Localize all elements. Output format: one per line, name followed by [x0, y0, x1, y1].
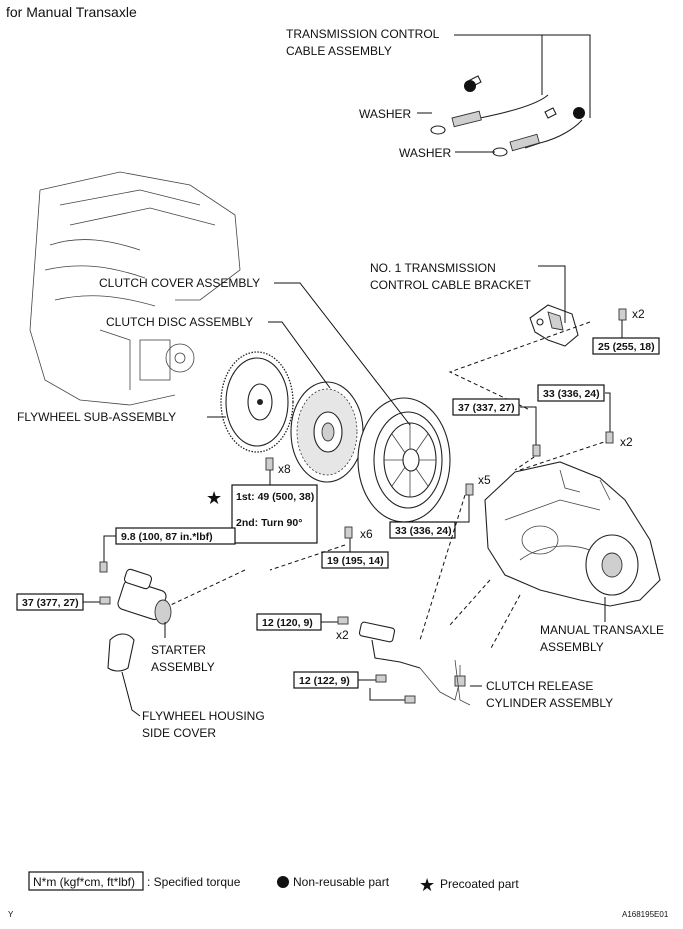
clutch-cover-drawing [357, 397, 451, 523]
label-housing-cover-2: SIDE COVER [142, 726, 216, 740]
precoated-star-icon: ★ [206, 488, 222, 509]
clutch-disc-drawing [290, 381, 364, 483]
qty-cover: x5 [478, 473, 491, 487]
label-transmission-control-cable-1: TRANSMISSION CONTROL [286, 27, 440, 41]
engine-sketch [29, 171, 241, 406]
release-bolt-upper [337, 616, 349, 625]
release-bolt-lower [375, 674, 387, 683]
torque-release-upper: 12 (120, 9) [262, 617, 313, 629]
legend-precoated-star-icon: ★ [419, 875, 435, 896]
torque-transaxle-left: 37 (337, 27) [458, 402, 515, 414]
label-flywheel: FLYWHEEL SUB-ASSEMBLY [17, 410, 176, 424]
control-cable-bracket-drawing [529, 304, 579, 347]
torque-box-bracket [592, 337, 660, 355]
torque-starter-side: 37 (377, 27) [22, 597, 79, 609]
label-washer-top: WASHER [359, 107, 412, 121]
torque-box-transaxle-right [537, 384, 605, 402]
label-bracket-1: NO. 1 TRANSMISSION [370, 261, 496, 275]
torque-flywheel-step2: 2nd: Turn 90° [236, 517, 302, 529]
torque-box-transaxle-left [452, 398, 520, 416]
torque-flywheel-step1: 1st: 49 (500, 38) [236, 491, 314, 503]
qty-bracket: x2 [632, 307, 645, 321]
qty-transaxle-right: x2 [620, 435, 633, 449]
transaxle-bolt-right [605, 431, 614, 444]
footer-left-mark: Y [8, 910, 14, 919]
legend-precoated-text: Precoated part [440, 877, 519, 891]
footer-figure-id: A168195E01 [622, 910, 669, 919]
label-starter-2: ASSEMBLY [151, 660, 215, 674]
torque-release-lower: 12 (122, 9) [299, 675, 350, 687]
torque-starter-top: 9.8 (100, 87 in.*lbf) [121, 531, 213, 543]
label-transmission-control-cable-2: CABLE ASSEMBLY [286, 44, 392, 58]
label-clutch-disc: CLUTCH DISC ASSEMBLY [106, 315, 253, 329]
legend-torque-unit: N*m (kgf*cm, ft*lbf) [33, 875, 135, 889]
label-washer-bottom: WASHER [399, 146, 452, 160]
disc-bolt [344, 526, 353, 539]
transmission-control-cable-drawing [430, 75, 583, 157]
torque-disc: 19 (195, 14) [327, 555, 384, 567]
starter-bolt-side [99, 596, 111, 605]
housing-side-cover-drawing [107, 633, 135, 672]
release-bolt-bottom [404, 695, 416, 704]
bracket-bolt [618, 308, 627, 321]
label-manual-transaxle-2: ASSEMBLY [540, 640, 604, 654]
torque-bracket: 25 (255, 18) [598, 341, 655, 353]
legend-nonreusable-text: Non-reusable part [293, 875, 390, 889]
torque-box-cover [389, 521, 456, 539]
cover-bolt [465, 483, 474, 496]
torque-box-disc [321, 551, 389, 569]
torque-transaxle-right: 33 (336, 24) [543, 388, 600, 400]
release-cylinder-drawing [358, 621, 471, 706]
label-clutch-cover: CLUTCH COVER ASSEMBLY [99, 276, 260, 290]
qty-disc: x6 [360, 527, 373, 541]
qty-release-upper: x2 [336, 628, 349, 642]
diagram-heading: for Manual Transaxle [6, 4, 137, 20]
starter-drawing [117, 568, 172, 625]
label-housing-cover-1: FLYWHEEL HOUSING [142, 709, 265, 723]
legend-torque-box [28, 871, 144, 891]
flywheel-drawing [220, 351, 294, 453]
nonreusable-dot-right [573, 107, 585, 119]
label-starter-1: STARTER [151, 643, 206, 657]
qty-flywheel: x8 [278, 462, 291, 476]
label-release-cyl-2: CYLINDER ASSEMBLY [486, 696, 613, 710]
label-manual-transaxle-1: MANUAL TRANSAXLE [540, 623, 664, 637]
label-bracket-2: CONTROL CABLE BRACKET [370, 278, 532, 292]
torque-box-flywheel [231, 484, 318, 544]
nonreusable-dot-top [464, 80, 476, 92]
transaxle-bolt-left [532, 444, 541, 457]
label-release-cyl-1: CLUTCH RELEASE [486, 679, 593, 693]
legend-torque-text: : Specified torque [147, 875, 241, 889]
legend-nonreusable-dot-icon [277, 876, 289, 888]
torque-cover: 33 (336, 24) [395, 525, 452, 537]
starter-bolt-top [99, 561, 108, 573]
flywheel-bolt [265, 457, 274, 471]
manual-transaxle-drawing [484, 461, 661, 607]
